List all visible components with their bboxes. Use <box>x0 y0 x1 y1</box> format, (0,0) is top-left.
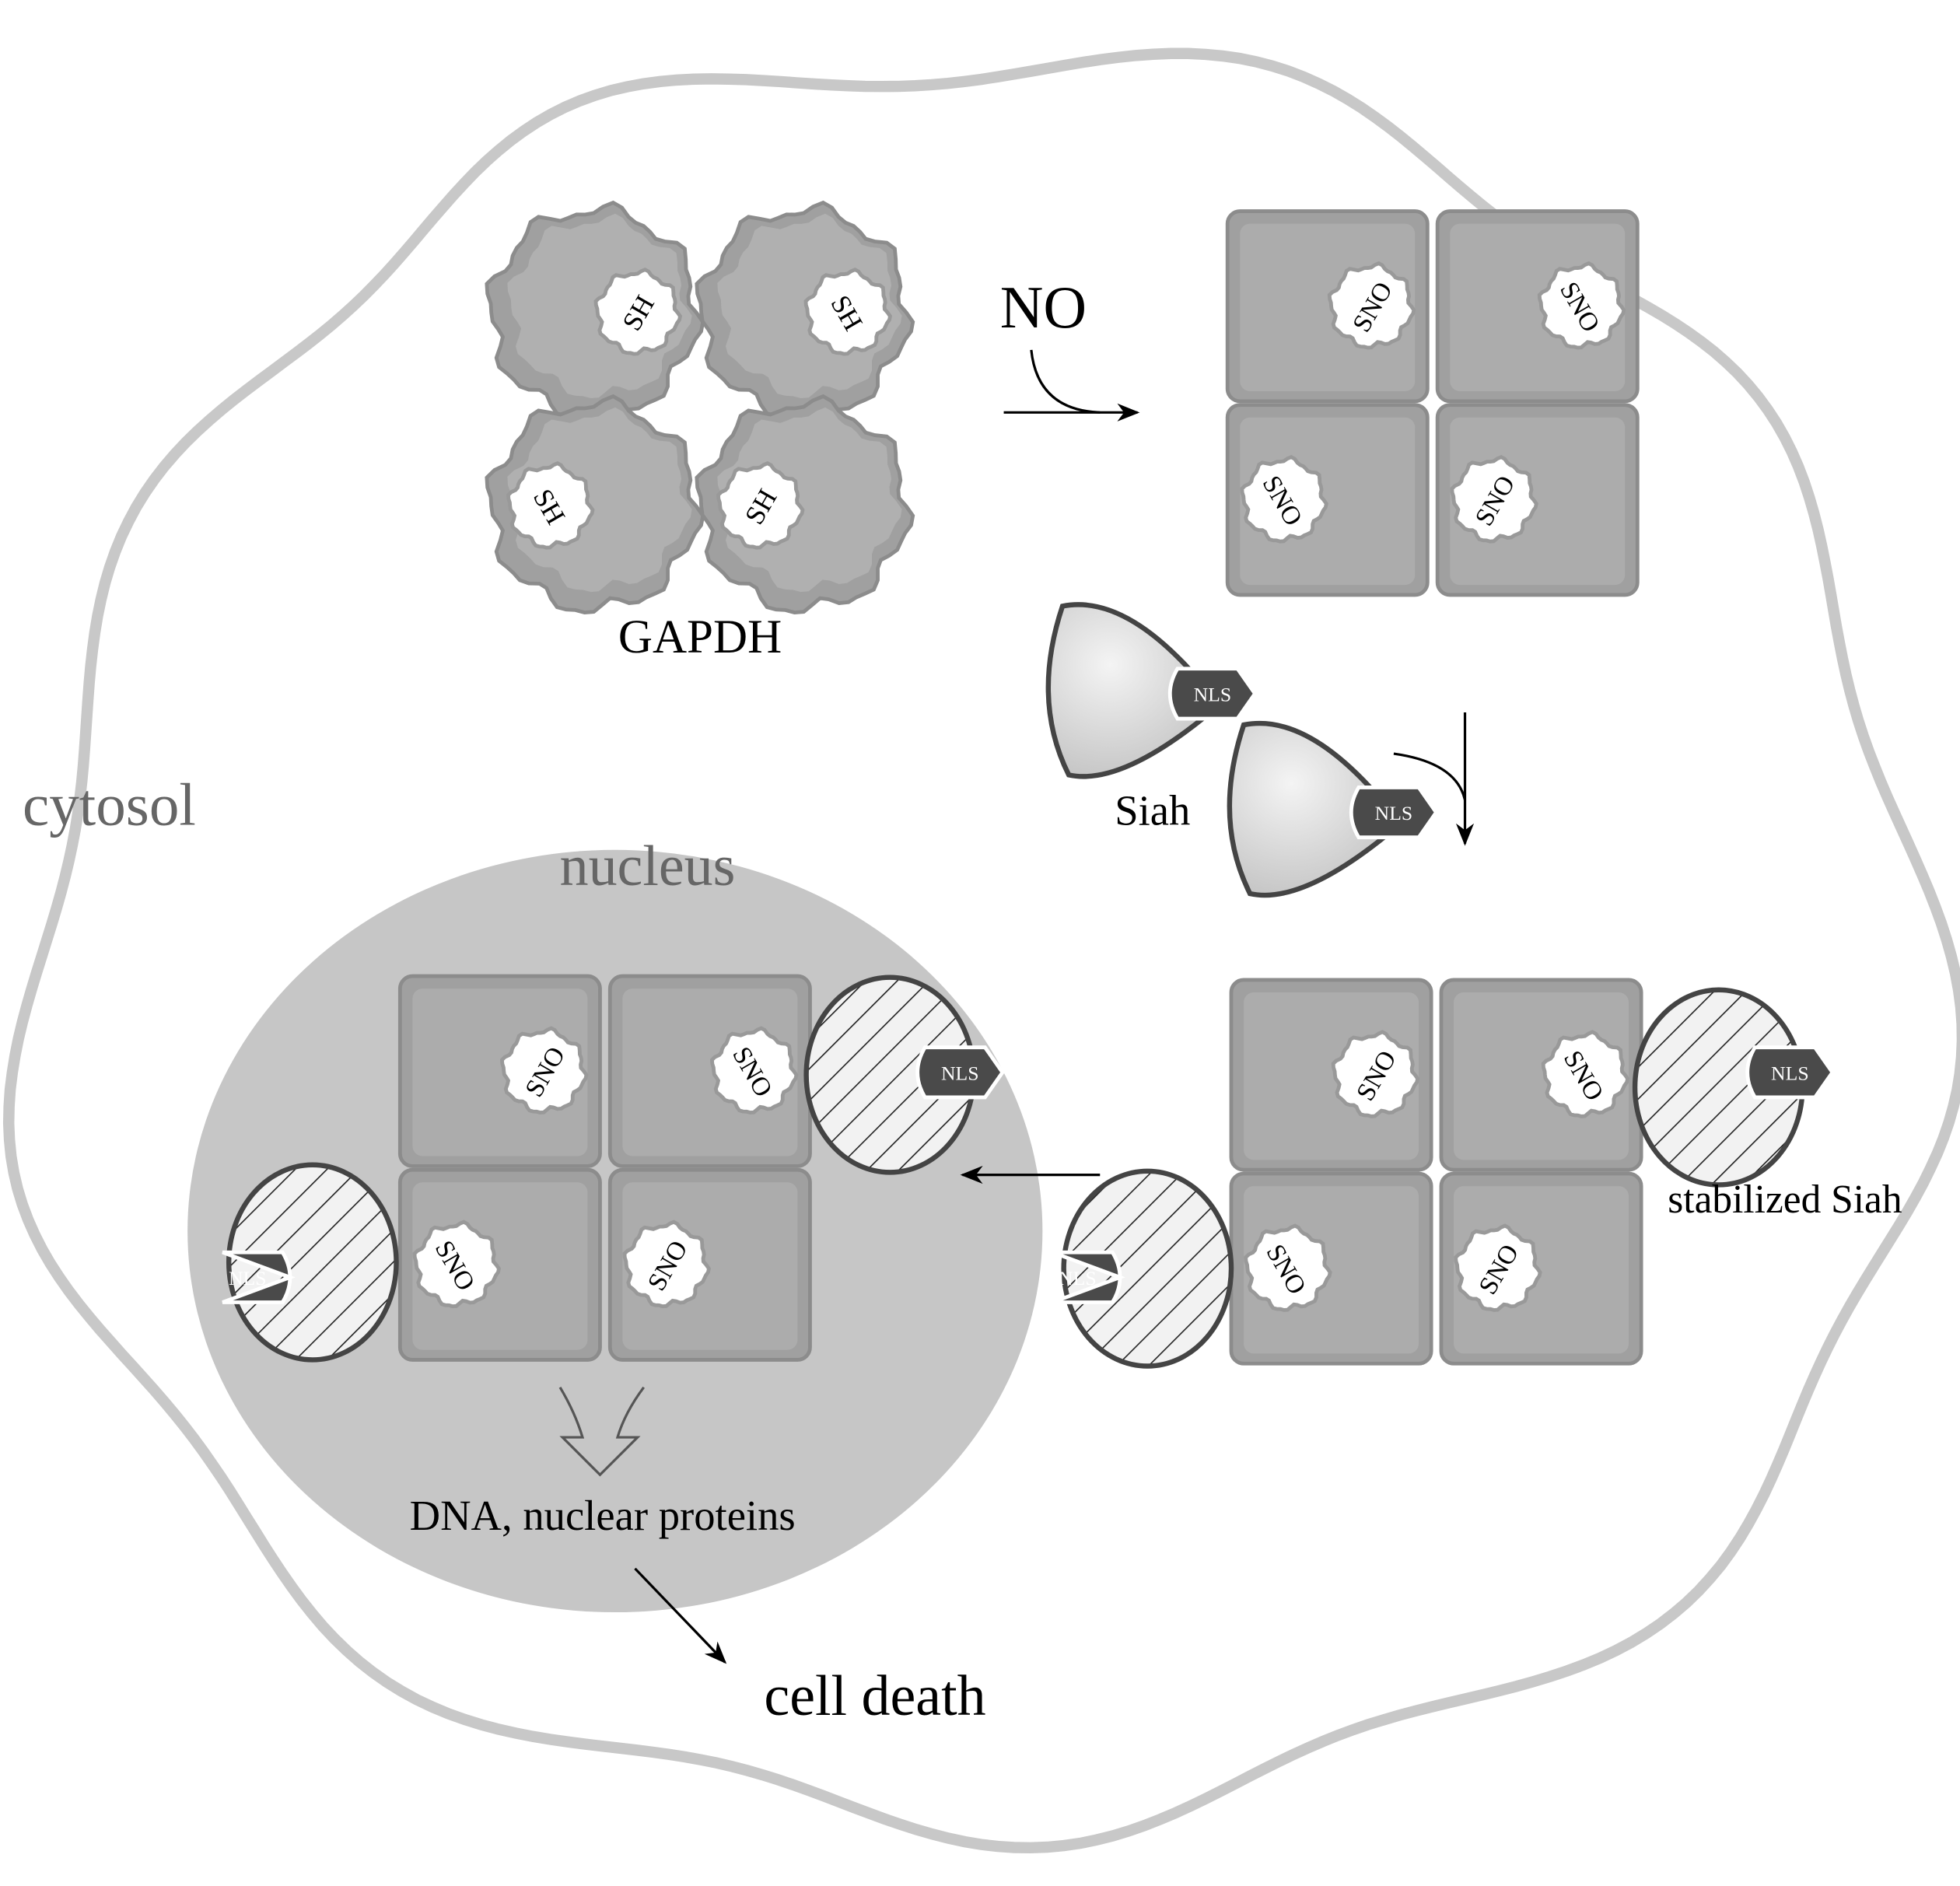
gapdh-sh-subunit-bottom-right: SH <box>695 394 915 615</box>
gapdh-sh-subunit-bottom-left: SH <box>485 394 705 615</box>
nls-label: NLS <box>941 1062 979 1084</box>
stabilized-siah-right-nls: NLS <box>1745 1045 1835 1100</box>
nuclear-sno-subunit-bottom-right: SNO <box>607 1167 812 1362</box>
nuclear-siah-right-nls: NLS <box>915 1045 1005 1100</box>
gapdh-sno-subunit-bottom-right: SNO <box>1435 403 1640 597</box>
nuclear-sno-subunit-bottom-left: SNO <box>397 1167 602 1362</box>
active-site-pocket <box>499 1026 589 1115</box>
cell-death-arrow <box>634 1567 727 1664</box>
active-site-pocket <box>709 1026 799 1115</box>
nls-label: NLS <box>1059 1267 1097 1289</box>
active-site-pocket <box>412 1219 502 1309</box>
dna-nuclear-proteins-label: DNA, nuclear proteins <box>410 1492 796 1539</box>
nls-label: NLS <box>1194 684 1232 706</box>
gapdh-label: GAPDH <box>618 611 782 663</box>
nls-label: NLS <box>1375 802 1413 824</box>
cell-death-label: cell death <box>764 1664 985 1727</box>
active-site-pocket <box>622 1219 712 1309</box>
active-site-pocket <box>1450 455 1538 544</box>
complex-sno-subunit-bottom-left: SNO <box>1229 1171 1433 1366</box>
active-site-pocket <box>803 267 893 356</box>
free-siah-1-nls: NLS <box>1167 667 1258 721</box>
free-siah-2-nls: NLS <box>1349 786 1439 840</box>
no-label: NO <box>1000 274 1087 341</box>
active-site-pocket <box>1327 261 1416 350</box>
nls-label: NLS <box>229 1267 267 1289</box>
gapdh-sno-subunit-top-left: SNO <box>1225 209 1430 404</box>
free-siah-2 <box>1227 720 1411 898</box>
stabilized-siah-left-nls: NLS <box>1052 1250 1125 1304</box>
complex-sno-subunit-top-right: SNO <box>1439 978 1643 1172</box>
complex-sno-subunit-bottom-right: SNO <box>1439 1171 1643 1366</box>
stabilized-siah-left <box>1061 1168 1234 1369</box>
cytosol-label: cytosol <box>23 772 196 838</box>
no-reaction-arrow <box>1030 349 1101 414</box>
siah-binding-curve <box>1393 752 1467 800</box>
open-down-arrow <box>558 1386 645 1477</box>
nuclear-sno-subunit-top-right: SNO <box>607 974 812 1168</box>
nuclear-siah-left-nls: NLS <box>222 1250 296 1304</box>
gapdh-sh-subunit-top-right: SH <box>695 200 915 421</box>
nuclear-sno-subunit-top-left: SNO <box>397 974 602 1168</box>
cell-membrane <box>2 47 1960 1854</box>
active-site-pocket <box>1454 1223 1542 1312</box>
active-site-pocket <box>506 461 595 550</box>
stabilized-siah-label: stabilized Siah <box>1668 1177 1902 1222</box>
free-siah-1 <box>1045 602 1230 779</box>
active-site-pocket <box>593 267 683 356</box>
active-site-pocket <box>716 461 805 550</box>
gapdh-sno-subunit-bottom-left: SNO <box>1225 403 1430 597</box>
nls-label: NLS <box>1771 1062 1809 1084</box>
nucleus-label: nucleus <box>560 834 736 898</box>
active-site-pocket <box>1240 455 1328 544</box>
nuclear-siah-left <box>226 1162 399 1363</box>
active-site-pocket <box>1244 1223 1332 1312</box>
siah-label: Siah <box>1115 787 1190 835</box>
gapdh-sh-subunit-top-left: SH <box>485 200 705 421</box>
active-site-pocket <box>1541 1030 1630 1118</box>
active-site-pocket <box>1331 1030 1420 1118</box>
active-site-pocket <box>1537 261 1626 350</box>
gapdh-sno-subunit-top-right: SNO <box>1435 209 1640 404</box>
complex-sno-subunit-top-left: SNO <box>1229 978 1433 1172</box>
